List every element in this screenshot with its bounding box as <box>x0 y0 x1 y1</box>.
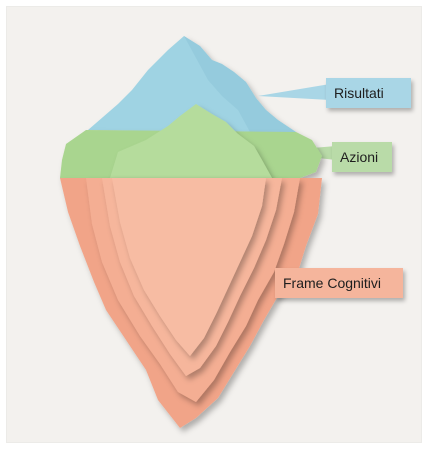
label-azioni: Azioni <box>332 142 392 172</box>
label-frame-cognitivi: Frame Cognitivi <box>275 268 403 298</box>
label-risultati: Risultati <box>326 78 411 108</box>
connector-risultati <box>258 84 330 100</box>
